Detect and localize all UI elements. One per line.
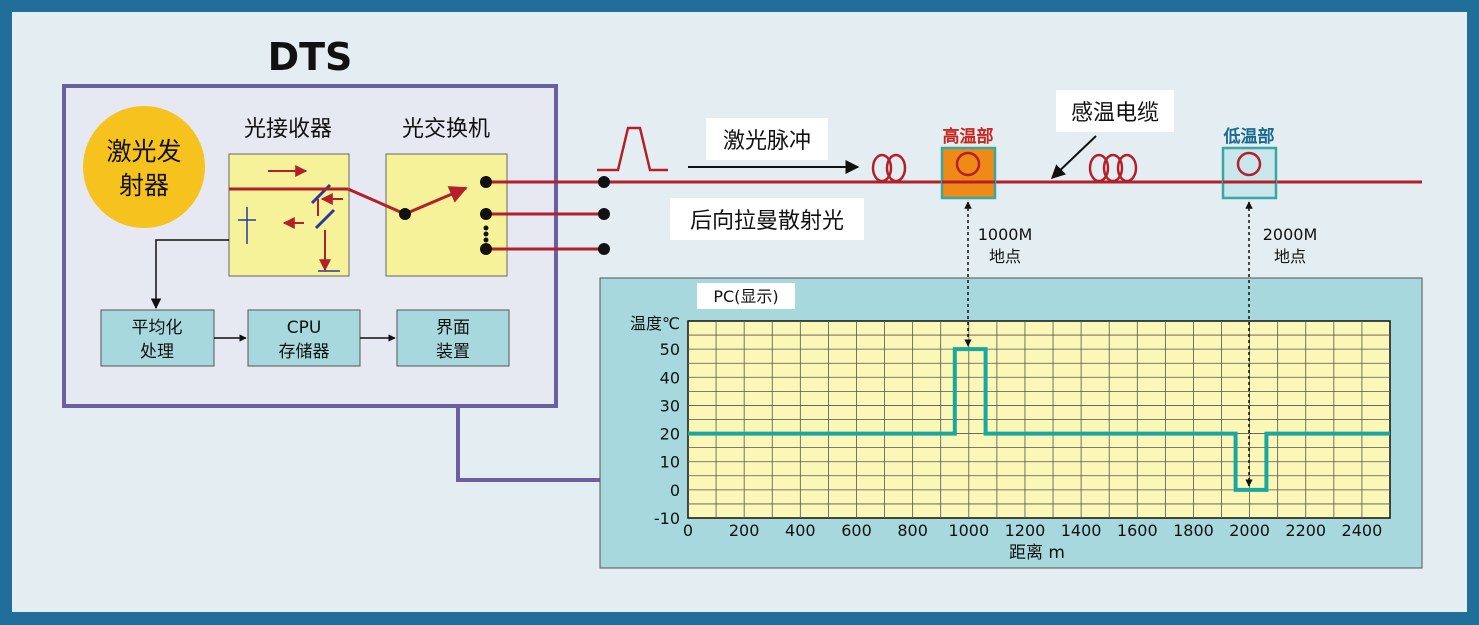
laser-label-line1: 激光发	[106, 137, 181, 166]
cpu-box	[247, 309, 361, 367]
y-tick-label: 0	[670, 481, 680, 500]
pc-title-bg	[697, 283, 795, 309]
averaging-label-2: 处理	[140, 342, 174, 362]
switch-pivot	[399, 208, 411, 220]
x-tick-label: 800	[897, 521, 928, 540]
x-tick-label: 1600	[1117, 521, 1158, 540]
receiver-optics	[238, 165, 343, 272]
point1-distance: 1000M	[978, 225, 1033, 244]
receiver-title: 光接收器	[244, 117, 332, 142]
y-axis-label: 温度℃	[630, 314, 680, 333]
cpu-label-1: CPU	[287, 318, 322, 338]
x-tick-label: 600	[841, 521, 872, 540]
x-tick-label: 200	[729, 521, 760, 540]
pc-title: PC(显示)	[713, 287, 778, 306]
averaging-box	[100, 309, 215, 367]
cpu-label-2: 存储器	[279, 342, 330, 362]
x-tick-label: 1000	[948, 521, 989, 540]
ui-box	[396, 309, 510, 367]
low-temp-zone	[1221, 146, 1278, 200]
y-tick-label: 50	[660, 340, 680, 359]
pulse-label: 激光脉冲	[723, 129, 811, 154]
y-tick-label: 40	[660, 368, 680, 387]
y-tick-label: 10	[660, 453, 680, 472]
point2-label: 地点	[1274, 247, 1306, 266]
x-tick-label: 1400	[1061, 521, 1102, 540]
low-temp-label: 低温部	[1223, 126, 1275, 147]
pulse-icon	[597, 126, 668, 172]
backscatter-label: 后向拉曼散射光	[690, 209, 844, 234]
dts-pc-link	[456, 406, 600, 482]
fiber-to-switch	[347, 187, 406, 216]
dts-title: DTS	[268, 35, 353, 79]
switch-title: 光交换机	[402, 117, 490, 142]
x-tick-label: 1200	[1005, 521, 1046, 540]
switch-ports	[480, 176, 610, 255]
x-tick-label: 400	[785, 521, 816, 540]
averaging-label-1: 平均化	[132, 318, 183, 338]
coil-icon	[1088, 153, 1138, 183]
point2-distance: 2000M	[1263, 225, 1318, 244]
ui-label-1: 界面	[436, 318, 470, 338]
cable-pointer-arrow	[1050, 135, 1097, 179]
pulse-label-bg	[706, 118, 828, 160]
y-tick-label: -10	[654, 509, 680, 528]
x-tick-label: 2400	[1342, 521, 1383, 540]
coil-icon	[871, 153, 907, 183]
y-tick-label: 20	[660, 425, 680, 444]
coil-icon	[955, 151, 981, 177]
laser-label-line2: 射器	[119, 171, 169, 200]
point1-label: 地点	[989, 247, 1021, 266]
y-tick-label: 30	[660, 396, 680, 415]
coil-icon	[1236, 151, 1262, 177]
x-tick-label: 2000	[1229, 521, 1270, 540]
switch-arm	[404, 186, 468, 216]
signal-to-averaging	[150, 239, 229, 310]
backscatter-label-bg	[670, 198, 864, 240]
high-temp-zone	[940, 146, 997, 200]
cable-label: 感温电缆	[1071, 101, 1159, 126]
x-tick-label: 0	[683, 521, 693, 540]
ui-label-2: 装置	[436, 342, 470, 362]
x-tick-label: 2200	[1285, 521, 1326, 540]
temperature-series	[688, 347, 1390, 492]
x-tick-label: 1800	[1173, 521, 1214, 540]
laser-emitter: 激光发 射器	[83, 106, 205, 228]
high-temp-label: 高温部	[943, 126, 994, 147]
x-axis-label: 距离 m	[1009, 543, 1065, 563]
cable-label-bg	[1056, 90, 1174, 132]
